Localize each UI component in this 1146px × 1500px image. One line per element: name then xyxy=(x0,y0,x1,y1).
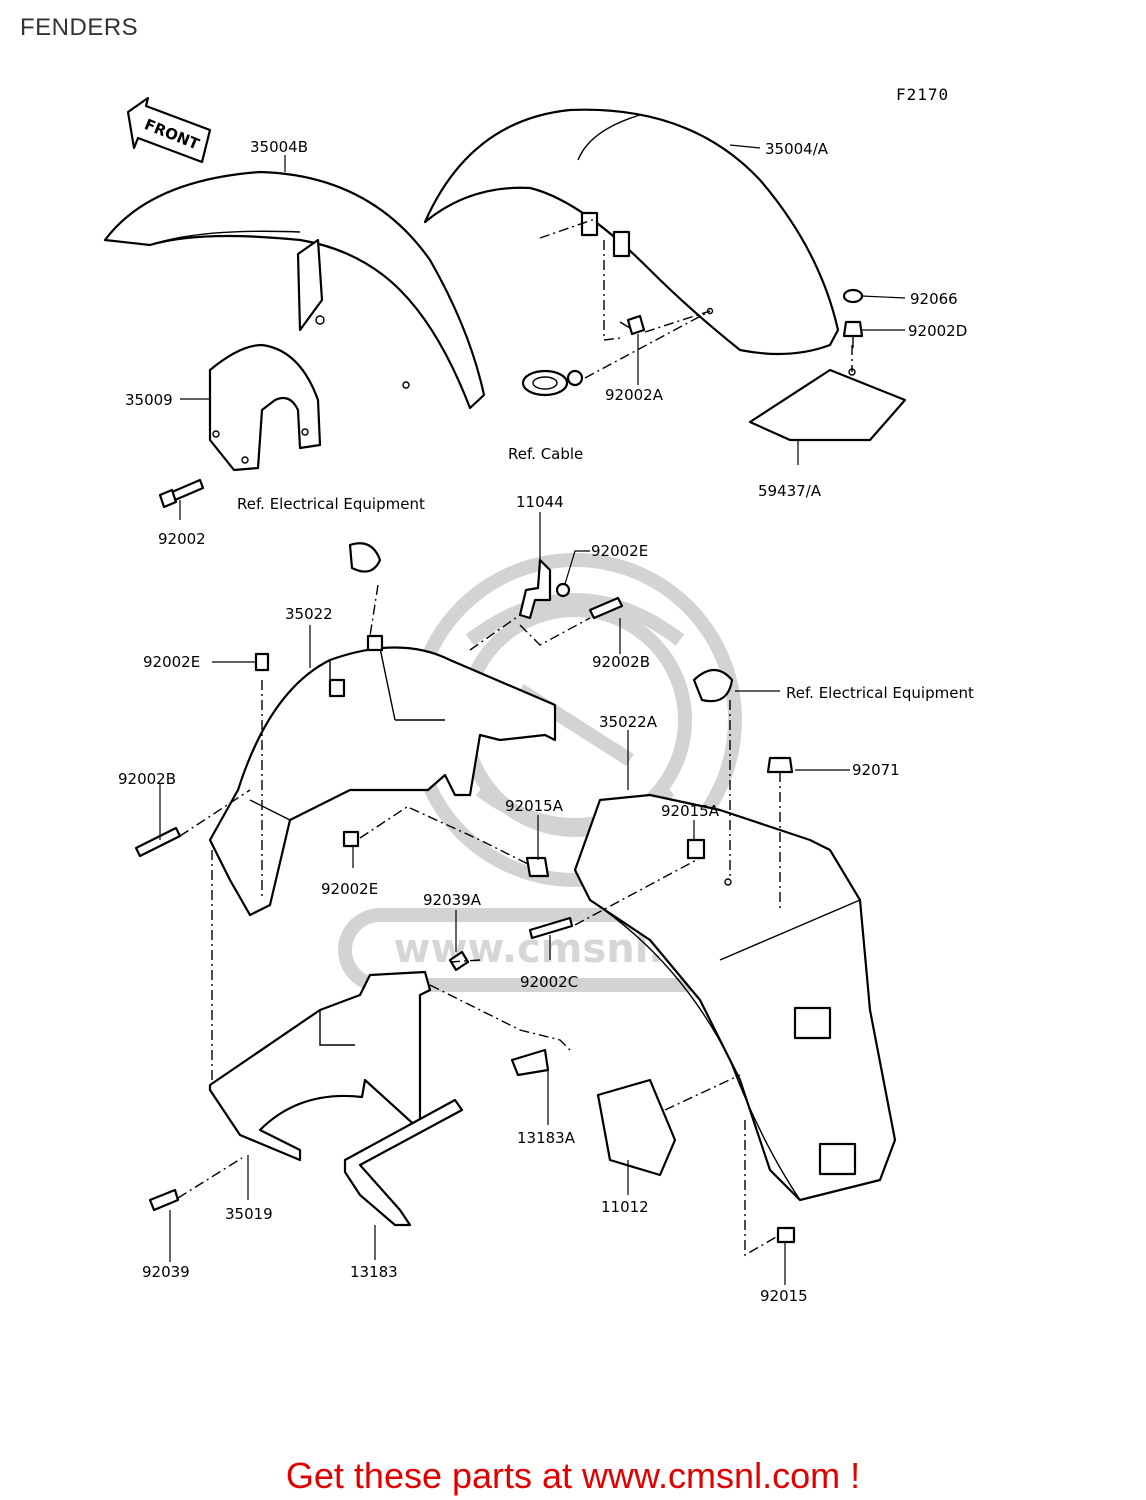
rivet-92039 xyxy=(148,1188,180,1212)
splash-guard-35019 xyxy=(208,970,432,1162)
callout-11044: 11044 xyxy=(516,493,564,511)
callout-13183: 13183 xyxy=(350,1263,398,1281)
callout-92066: 92066 xyxy=(910,290,958,308)
callout-35022a: 35022A xyxy=(599,713,658,731)
bolt-92002b-left xyxy=(134,826,182,858)
grommet-92071 xyxy=(766,756,794,774)
page-title: FENDERS xyxy=(20,14,139,41)
cover-59437a xyxy=(748,368,907,442)
callout-59437a: 59437/A xyxy=(758,482,822,500)
bolt-92002e-mid xyxy=(342,830,360,848)
plate-13183a xyxy=(510,1048,550,1077)
callout-ref-electrical-1: Ref. Electrical Equipment xyxy=(237,495,425,513)
callout-35004a: 35004/A xyxy=(765,140,829,158)
callout-11012: 11012 xyxy=(601,1198,649,1216)
callout-92002b-top: 92002B xyxy=(592,653,650,671)
callout-35019: 35019 xyxy=(225,1205,273,1223)
callout-92015a-1: 92015A xyxy=(505,797,564,815)
leader-lines xyxy=(159,144,906,1285)
bracket-11044 xyxy=(518,558,571,620)
callout-92002c: 92002C xyxy=(520,973,578,991)
cable-guide-icon xyxy=(521,369,584,397)
clamp-ref-electrical-2 xyxy=(692,668,734,703)
callout-92002e-left: 92002E xyxy=(143,653,200,671)
callout-92039: 92039 xyxy=(142,1263,190,1281)
clamp-ref-electrical-1 xyxy=(348,542,382,573)
callout-13183a: 13183A xyxy=(517,1129,576,1147)
stay-13183 xyxy=(343,1098,464,1227)
cap-92066 xyxy=(842,288,864,304)
callout-92002b-left: 92002B xyxy=(118,770,176,788)
nut-92015a-1 xyxy=(525,856,550,878)
callout-92002e-mid: 92002E xyxy=(321,880,378,898)
bolt-92002a xyxy=(619,314,646,336)
mud-guard-35009 xyxy=(208,343,322,472)
front-fender-35004b xyxy=(103,170,486,410)
nut-92015a-2 xyxy=(686,838,706,860)
front-arrow-icon: FRONT xyxy=(126,96,212,164)
callout-92015a-2: 92015A xyxy=(661,802,720,820)
bolt-92002e-left xyxy=(254,652,270,672)
rear-fender-35022a xyxy=(573,793,897,1202)
callout-92002e-top: 92002E xyxy=(591,542,648,560)
callout-92002d: 92002D xyxy=(908,322,967,340)
callout-92039a: 92039A xyxy=(423,891,482,909)
callout-ref-electrical-2: Ref. Electrical Equipment xyxy=(786,684,974,702)
rear-fender-35004a xyxy=(423,108,840,356)
bolt-92002c xyxy=(528,916,574,940)
callout-92002: 92002 xyxy=(158,530,206,548)
callout-ref-cable: Ref. Cable xyxy=(508,445,583,463)
assembly-dash-lines xyxy=(177,217,853,1257)
callout-92002a: 92002A xyxy=(605,386,664,404)
nut-92002d xyxy=(842,320,864,348)
bolt-92002b-top xyxy=(588,596,624,620)
bolt-92002 xyxy=(158,478,205,509)
footer-link[interactable]: Get these parts at www.cmsnl.com ! xyxy=(285,1455,861,1496)
lamp-bracket-11012 xyxy=(596,1078,677,1177)
callout-35004b: 35004B xyxy=(250,138,308,156)
callout-92071: 92071 xyxy=(852,761,900,779)
callout-92015: 92015 xyxy=(760,1287,808,1305)
callout-35009: 35009 xyxy=(125,391,173,409)
callout-35022: 35022 xyxy=(285,605,333,623)
nut-92015 xyxy=(776,1226,796,1244)
inner-fender-35022 xyxy=(208,634,557,917)
figure-code: F2170 xyxy=(896,85,949,104)
